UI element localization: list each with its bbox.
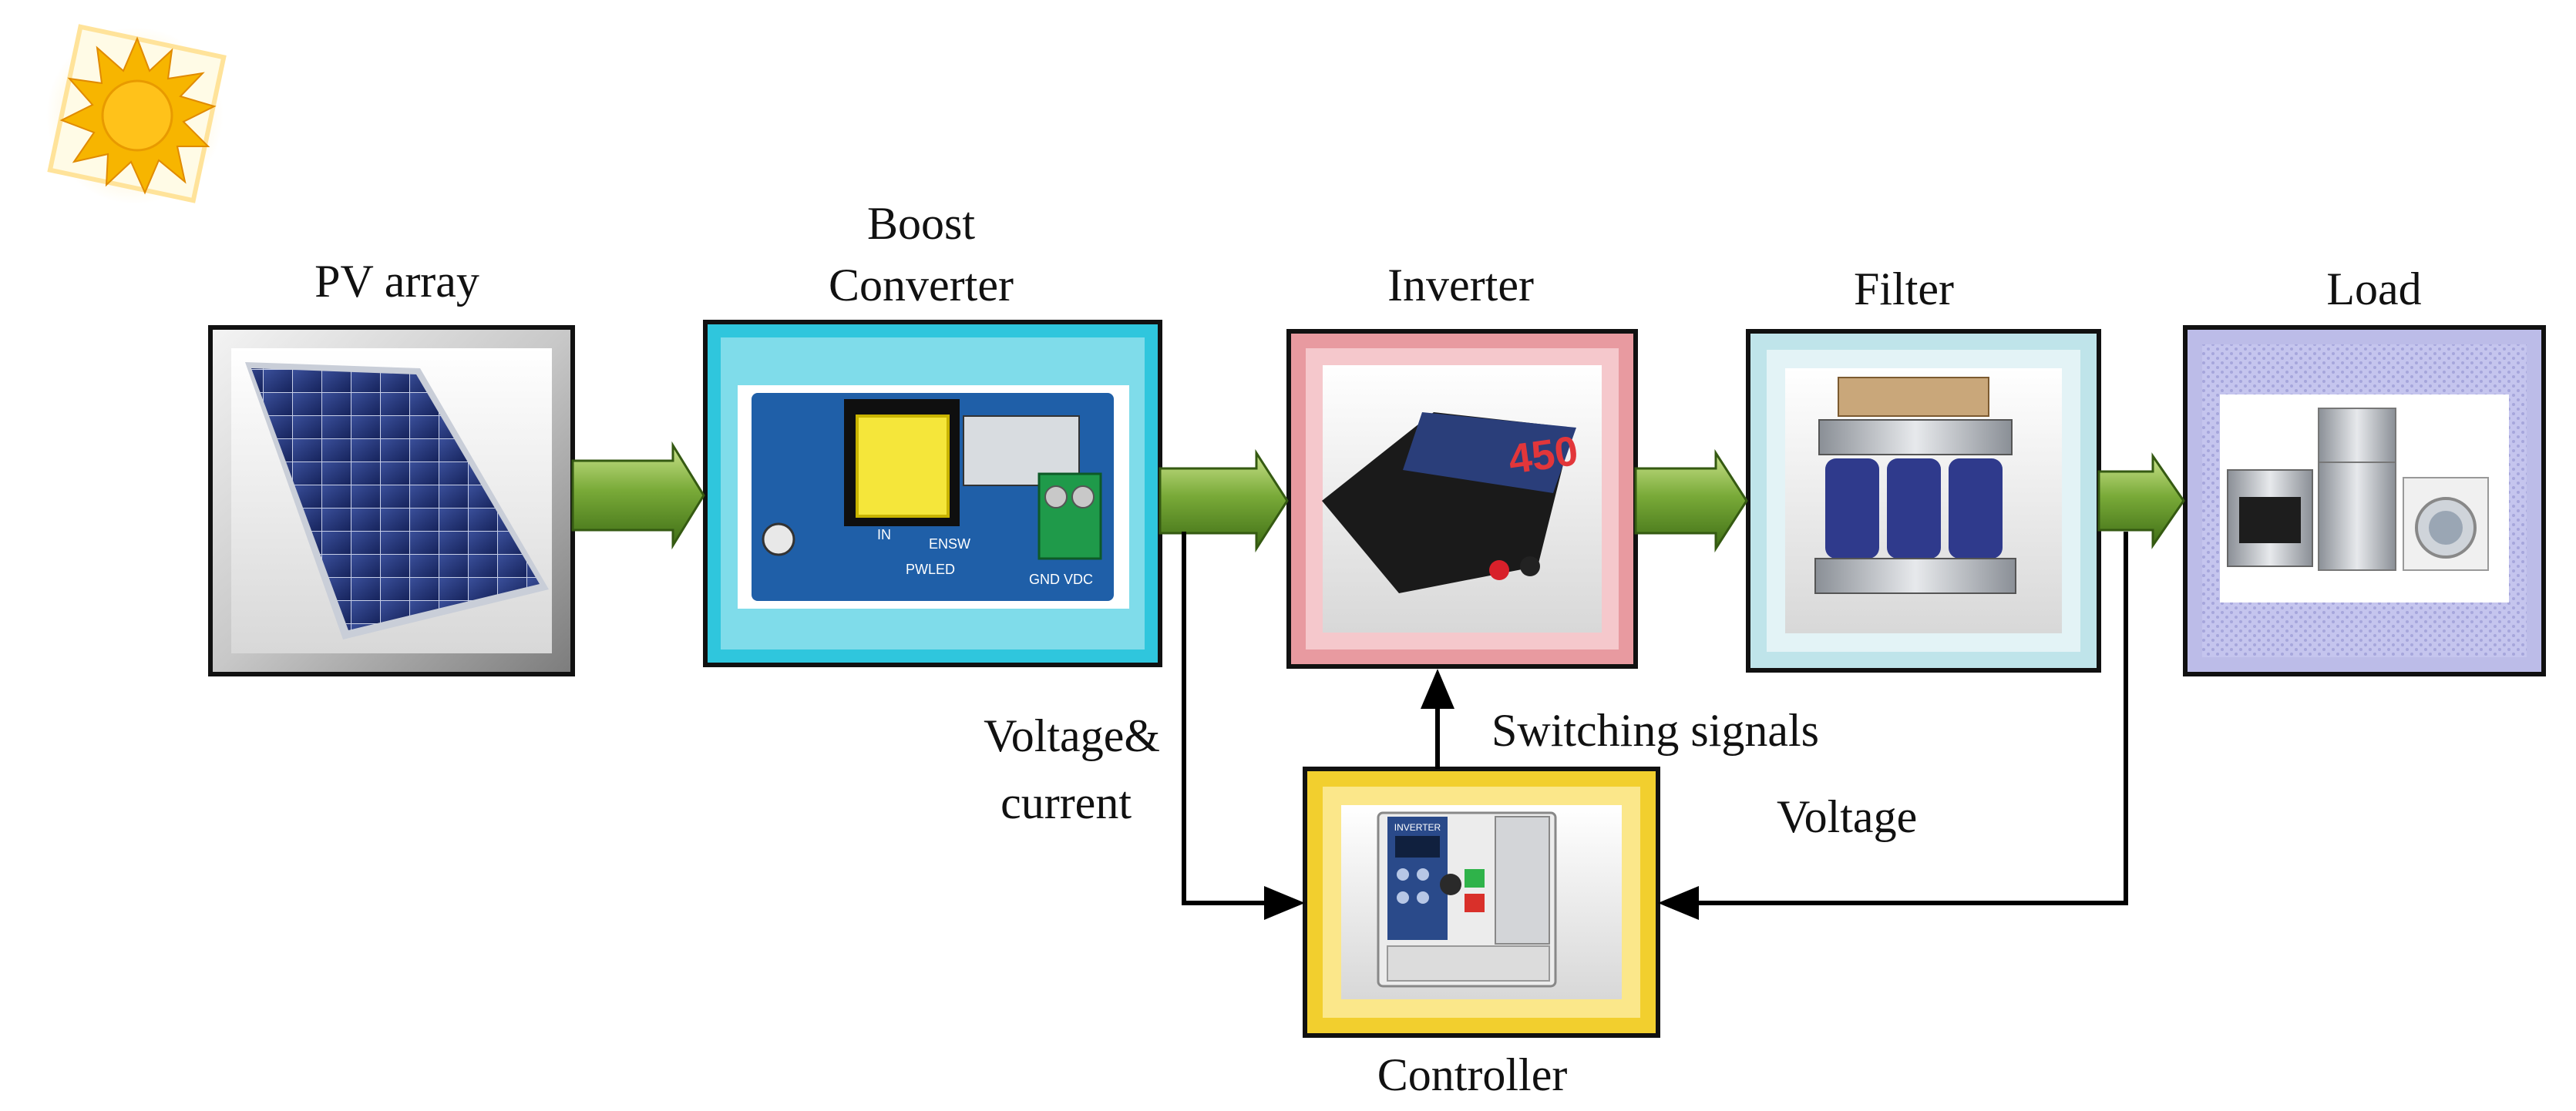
inverter-label: Inverter — [1387, 260, 1534, 310]
controller-label: Controller — [1377, 1049, 1568, 1100]
voltage-label: Voltage — [1777, 791, 1917, 842]
controller-brand-text: INVERTER — [1394, 822, 1441, 833]
boost-converter-block: IN ENSW PWLED GND VDC — [703, 320, 1162, 667]
board-pin-in: IN — [877, 527, 891, 542]
boost-label-line2: Converter — [829, 260, 1014, 310]
switching-signals-label: Switching signals — [1491, 705, 1819, 756]
filter-device-image — [1814, 377, 2016, 594]
filter-block — [1746, 329, 2101, 673]
arrowhead-to-controller-left — [1264, 886, 1305, 920]
boost-board-image: IN ENSW PWLED GND VDC — [752, 393, 1114, 601]
power-arrow-filter-to-load — [2097, 452, 2185, 549]
arrowhead-to-controller-right — [1658, 886, 1699, 920]
appliances-image — [2227, 408, 2489, 571]
board-pin-pwled: PWLED — [906, 562, 955, 577]
inverter-block: 450 — [1286, 329, 1638, 669]
sun-icon — [29, 10, 240, 221]
board-pin-ensw: ENSW — [929, 536, 970, 552]
signal-voltage-current-line — [1182, 532, 1276, 905]
boost-label-line1: Boost — [867, 198, 975, 249]
controller-block: INVERTER — [1303, 767, 1660, 1038]
inverter-device-image: 450 — [1322, 412, 1581, 593]
voltage-current-label-line1: Voltage& — [984, 710, 1160, 761]
filter-label: Filter — [1854, 263, 1954, 314]
inverter-model-text: 450 — [1505, 428, 1581, 483]
signal-voltage-line — [1690, 532, 2128, 905]
solar-panel-image — [245, 362, 549, 639]
board-pin-gnd-vdc: GND VDC — [1029, 572, 1093, 587]
load-label: Load — [2326, 263, 2421, 314]
controller-device-image: INVERTER — [1377, 811, 1557, 988]
pv-array-label: PV array — [314, 256, 479, 307]
pv-array-block — [208, 325, 575, 676]
voltage-current-label-line2: current — [1000, 777, 1132, 828]
arrowhead-to-inverter — [1421, 669, 1454, 709]
load-block — [2183, 325, 2546, 676]
power-arrow-boost-to-inverter — [1159, 448, 1289, 553]
power-arrow-inverter-to-filter — [1634, 448, 1748, 553]
power-arrow-pv-to-boost — [571, 441, 705, 550]
